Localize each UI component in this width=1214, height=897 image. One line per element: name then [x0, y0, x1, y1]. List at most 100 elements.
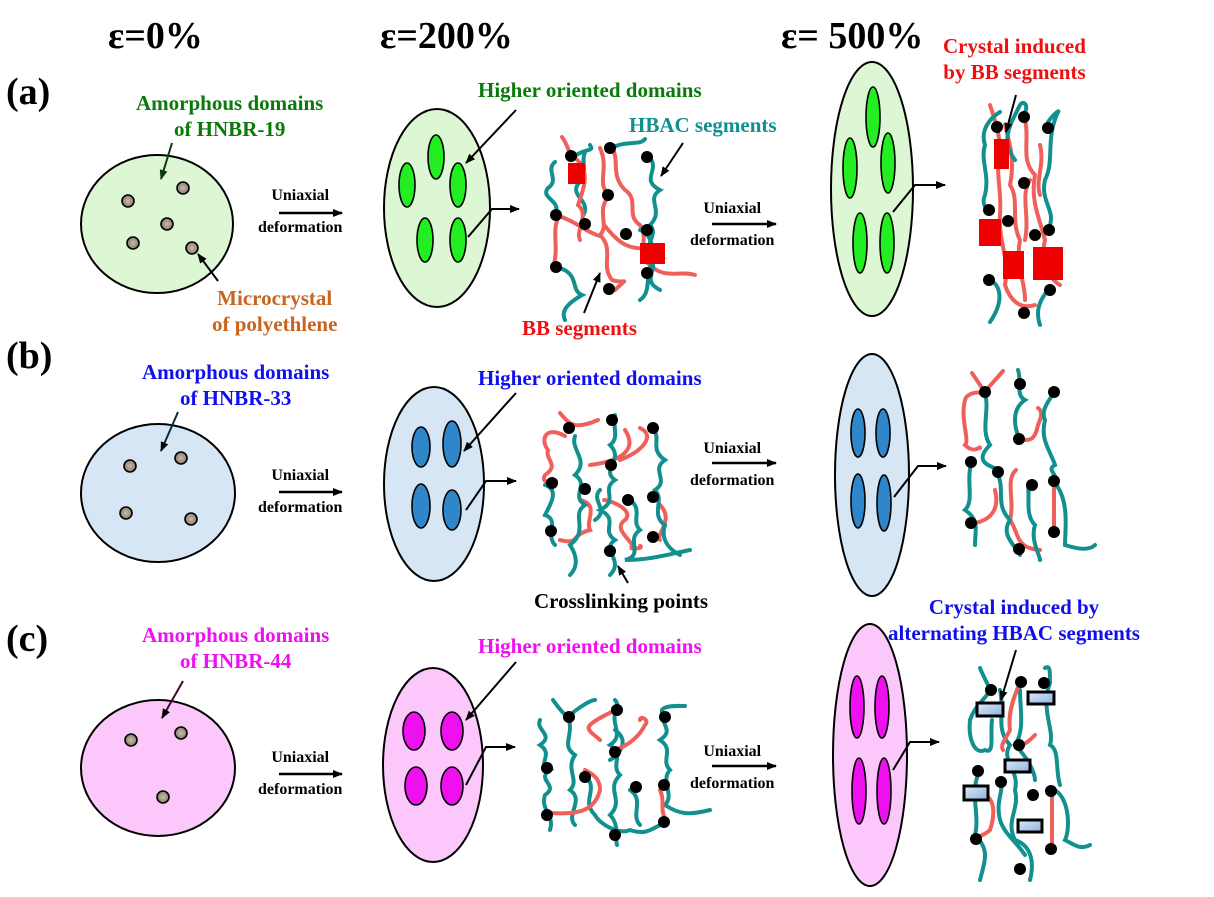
crosslink-dot — [563, 422, 575, 434]
crystal-label-c-line1: Crystal induced by — [928, 595, 1100, 619]
oriented-domains-c — [402, 711, 464, 806]
oriented-ellipse-b — [383, 386, 485, 582]
crosslink-dots-c-200 — [541, 704, 671, 841]
crosslink-dot — [611, 704, 623, 716]
crosslink-dot — [1014, 863, 1026, 875]
zoom-arrow-a1 — [467, 205, 520, 238]
amorphous-label-c-line2: of HNBR-44 — [179, 648, 292, 673]
microcrystal-dot — [123, 459, 137, 473]
crosslink-dot — [1013, 543, 1025, 555]
bb-pointer-arrow — [583, 272, 601, 314]
microcrystal-dot — [174, 726, 188, 740]
microcrystal-dot — [184, 512, 198, 526]
amorphous-label-a: Amorphous domains of HNBR-19 — [136, 91, 323, 142]
oriented-domain — [865, 86, 881, 148]
oriented-domain — [440, 711, 464, 751]
oriented-domain — [850, 408, 866, 458]
crosslink-dot — [620, 228, 632, 240]
deformation-label-line2: deformation — [258, 781, 343, 798]
crosslink-dot — [1018, 111, 1030, 123]
oriented-domain — [442, 489, 462, 531]
oriented-domains-a-500 — [842, 86, 896, 274]
crosslink-dot — [541, 809, 553, 821]
crosslink-dot — [995, 776, 1007, 788]
oriented-domain — [411, 483, 431, 529]
crosslink-dot — [992, 466, 1004, 478]
zoom-arrow-b2 — [893, 462, 947, 498]
oriented-domains-b-500 — [850, 408, 892, 532]
panel-c — [80, 623, 1092, 887]
deformation-label-line2: deformation — [690, 232, 775, 249]
crosslink-dot — [541, 762, 553, 774]
crosslink-dot — [630, 781, 642, 793]
oriented-domain — [402, 711, 426, 751]
crosslink-dot — [604, 545, 616, 557]
oriented-domains-b — [411, 420, 462, 531]
crystal-label-a: Crystal induced by BB segments — [943, 34, 1086, 85]
deformation-label-a2: Uniaxial deformation — [690, 199, 774, 251]
crosslink-dot — [606, 414, 618, 426]
deformation-label-line1: Uniaxial — [271, 467, 330, 484]
oriented-domain — [876, 757, 892, 825]
deformation-label-line1: Uniaxial — [271, 187, 330, 204]
crosslink-dot — [609, 746, 621, 758]
crosslink-dot — [1013, 739, 1025, 751]
chain-network-b-500 — [961, 368, 1097, 562]
crosslink-dot — [641, 224, 653, 236]
panel-a — [80, 61, 1063, 327]
crosslink-dot — [1002, 215, 1014, 227]
oriented-domain — [442, 420, 462, 468]
crosslink-dot — [1042, 122, 1054, 134]
header-strain-0: ε=0% — [108, 15, 203, 57]
crosslink-dot — [1038, 677, 1050, 689]
crosslink-dot — [563, 711, 575, 723]
oriented-domain — [850, 473, 866, 529]
panel-label-a: (a) — [6, 71, 51, 113]
oriented-pointer-arrow-b — [463, 392, 517, 452]
crosslink-label: Crosslinking points — [534, 589, 709, 613]
crosslink-dot — [1043, 224, 1055, 236]
amorphous-domain-b — [80, 423, 236, 563]
bb-crystal-block — [1003, 251, 1024, 279]
oriented-domain — [876, 474, 892, 532]
hbac-label: HBAC segments — [629, 113, 777, 137]
crosslink-dot — [983, 204, 995, 216]
crosslink-dot — [979, 386, 991, 398]
crosslink-dot — [965, 456, 977, 468]
microcrystal-dot — [119, 506, 133, 520]
deformation-label-line1: Uniaxial — [271, 749, 330, 766]
crosslink-dot — [1018, 307, 1030, 319]
microcrystal-dot — [160, 217, 174, 231]
crosslink-dots-a-200 — [550, 142, 653, 295]
amorphous-pointer-arrow-a — [159, 142, 173, 180]
crosslink-dot — [641, 267, 653, 279]
chain-network-b-200 — [542, 411, 692, 577]
crosslink-dot — [983, 274, 995, 286]
crosslink-pointer-arrow — [617, 565, 629, 584]
microcrystal-dot — [176, 181, 190, 195]
bb-crystal-block — [979, 219, 1001, 246]
oriented-domain — [852, 212, 868, 274]
oriented-domain — [851, 757, 867, 825]
microcrystal-pointer-arrow — [197, 253, 219, 282]
crosslink-dot — [658, 816, 670, 828]
crosslink-dot — [1013, 433, 1025, 445]
header-strain-200: ε=200% — [380, 15, 513, 57]
amorphous-label-a-line1: Amorphous domains — [136, 91, 324, 115]
hbac-pointer-arrow — [660, 142, 684, 177]
deformation-label-c1: Uniaxial deformation — [258, 748, 342, 800]
crosslink-dot — [545, 525, 557, 537]
crosslink-dot — [1048, 386, 1060, 398]
microcrystal-label-line1: Microcrystal — [217, 286, 333, 310]
chain-network-a-200 — [544, 135, 697, 322]
crosslink-dot — [658, 779, 670, 791]
deformation-label-line1: Uniaxial — [703, 440, 762, 457]
crosslink-dot — [1027, 789, 1039, 801]
crosslink-dot — [1029, 229, 1041, 241]
oriented-ellipse-c-500 — [832, 623, 908, 887]
bb-crystal-block — [1033, 247, 1063, 280]
zoom-arrow-a2 — [892, 181, 946, 213]
crosslink-dot — [602, 189, 614, 201]
amorphous-domain-c — [80, 699, 236, 837]
